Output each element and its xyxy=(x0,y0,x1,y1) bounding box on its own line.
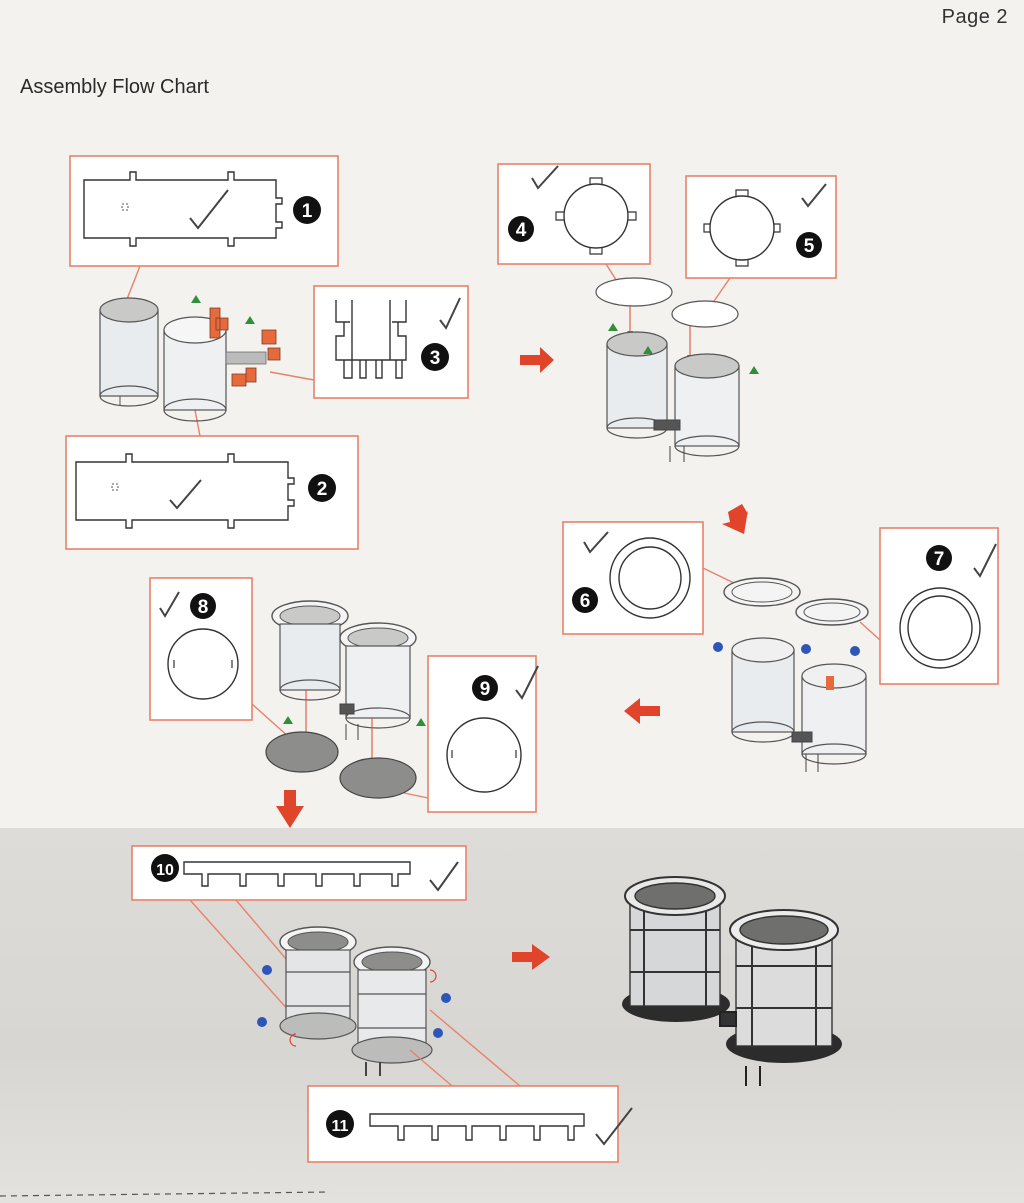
step-9-panel: 9 xyxy=(389,655,539,813)
step-1-panel: 1 xyxy=(69,155,339,313)
flow-arrow-icon xyxy=(624,698,660,724)
check-mark-icon xyxy=(515,665,539,700)
dot-marker-icon xyxy=(262,965,272,975)
step-2-number: 2 xyxy=(317,479,328,500)
step-7-panel: 7 xyxy=(859,527,999,685)
triangle-marker-icon xyxy=(749,366,759,374)
step-badge xyxy=(508,216,534,242)
step-badge xyxy=(293,196,321,224)
check-mark-icon xyxy=(583,531,609,554)
step-4-number: 4 xyxy=(516,220,527,241)
step-badge xyxy=(472,675,498,701)
step-11-strip xyxy=(369,1113,585,1141)
dot-marker-icon xyxy=(433,1028,443,1038)
step-6-number: 6 xyxy=(580,591,591,612)
flow-arrow-icon xyxy=(520,347,554,373)
dot-marker-icon xyxy=(850,646,860,656)
step-badge xyxy=(326,1110,354,1138)
flow-arrow-icon xyxy=(512,944,550,970)
step-10-strip xyxy=(183,861,411,887)
check-mark-icon xyxy=(973,543,997,578)
step-10-panel: 10 xyxy=(131,845,467,1013)
page-number: Page 2 xyxy=(941,6,1008,28)
step-5-number: 5 xyxy=(804,236,815,257)
step-badge xyxy=(151,854,179,882)
step-badge xyxy=(308,474,336,502)
step-5-panel: 5 xyxy=(685,175,837,305)
step-8-panel: 8 xyxy=(149,577,291,739)
cut-line xyxy=(0,1191,331,1197)
step-7-number: 7 xyxy=(934,549,945,570)
step-3-number: 3 xyxy=(430,348,441,369)
page-title: Assembly Flow Chart xyxy=(20,76,209,98)
step-badge xyxy=(572,587,598,613)
check-mark-icon xyxy=(189,189,229,230)
check-mark-icon xyxy=(159,591,180,618)
triangle-marker-icon xyxy=(191,295,201,303)
step-4-panel: 4 xyxy=(497,163,651,287)
check-mark-icon xyxy=(439,297,461,330)
assembly-b-cylinders xyxy=(595,277,759,462)
check-mark-icon xyxy=(595,1107,633,1146)
final-assembly xyxy=(622,876,842,1086)
assembly-e-cylinders xyxy=(257,926,451,1076)
flow-arrow-icon xyxy=(276,790,304,828)
step-badge xyxy=(421,343,449,371)
assembly-c-cylinders xyxy=(713,577,869,772)
step-2-wrap-sheet xyxy=(75,453,295,529)
step-badge xyxy=(190,593,216,619)
step-10-number: 10 xyxy=(156,862,174,879)
dot-marker-icon xyxy=(713,642,723,652)
step-3-bracket xyxy=(335,300,407,379)
assembly-d-cylinders xyxy=(265,600,426,799)
step-6-panel: 6 xyxy=(562,521,737,635)
check-mark-icon xyxy=(801,183,827,208)
triangle-marker-icon xyxy=(608,323,618,331)
step-9-number: 9 xyxy=(480,679,491,700)
step-1-number: 1 xyxy=(302,201,313,222)
step-8-number: 8 xyxy=(198,597,209,618)
step-11-panel: 11 xyxy=(307,1009,633,1163)
dot-marker-icon xyxy=(801,644,811,654)
check-mark-icon xyxy=(429,861,459,892)
step-2-panel: 2 xyxy=(65,409,359,550)
triangle-marker-icon xyxy=(416,718,426,726)
flow-arrow-icon xyxy=(722,504,748,534)
assembly-a-cylinders xyxy=(99,295,281,422)
dot-marker-icon xyxy=(257,1017,267,1027)
triangle-marker-icon xyxy=(283,716,293,724)
check-mark-icon xyxy=(531,165,559,190)
step-11-number: 11 xyxy=(332,1118,349,1135)
check-mark-icon xyxy=(169,479,202,510)
step-badge xyxy=(796,232,822,258)
dot-marker-icon xyxy=(441,993,451,1003)
triangle-marker-icon xyxy=(643,346,653,354)
step-badge xyxy=(926,545,952,571)
step-3-panel: 3 xyxy=(269,285,469,399)
triangle-marker-icon xyxy=(245,316,255,324)
step-1-wrap-sheet xyxy=(83,171,283,247)
